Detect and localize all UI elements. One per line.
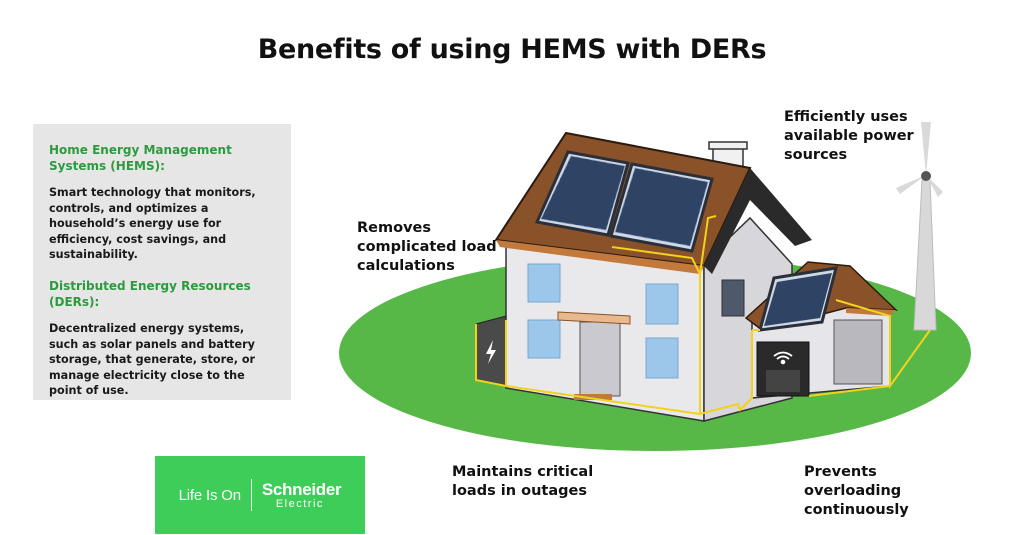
hems-heading: Home Energy Management Systems (HEMS): [49, 143, 232, 173]
der-heading: Distributed Energy Resources (DERs): [49, 278, 251, 309]
callout-overloading: Prevents overloading continuously [804, 464, 909, 518]
logo-brand-name: Schneider [261, 479, 342, 499]
wiring-lines [475, 215, 931, 416]
window [645, 337, 679, 379]
door-awning [557, 311, 631, 325]
logo-brand-sub: Electric [275, 497, 324, 510]
wind-turbine [896, 122, 943, 331]
garage-door [833, 319, 883, 385]
side-window [721, 279, 745, 317]
callout-critical-loads: Maintains critical loads in outages [452, 464, 594, 499]
logo-brand: Schneider Electric [262, 481, 342, 510]
roof-solar-panels [534, 150, 714, 253]
wifi-icon [773, 351, 793, 365]
logo-divider [250, 479, 252, 511]
window [527, 263, 561, 303]
schneider-electric-logo: Life Is On Schneider Electric [155, 456, 365, 534]
page-title: Benefits of using HEMS with DERs [257, 34, 767, 65]
der-definition: Decentralized energy systems, such as so… [49, 321, 256, 398]
hems-definition: Smart technology that monitors, controls… [49, 186, 256, 262]
window [645, 283, 679, 325]
front-door [579, 321, 621, 397]
callout-load-calculations: Removes complicated load calculations [357, 220, 497, 274]
lightning-icon [486, 340, 496, 364]
logo-tagline: Life Is On [178, 486, 241, 504]
callout-power-sources: Efficiently uses available power sources [784, 109, 914, 163]
window [527, 319, 561, 359]
definitions-panel: Home Energy Management Systems (HEMS): S… [33, 124, 291, 400]
